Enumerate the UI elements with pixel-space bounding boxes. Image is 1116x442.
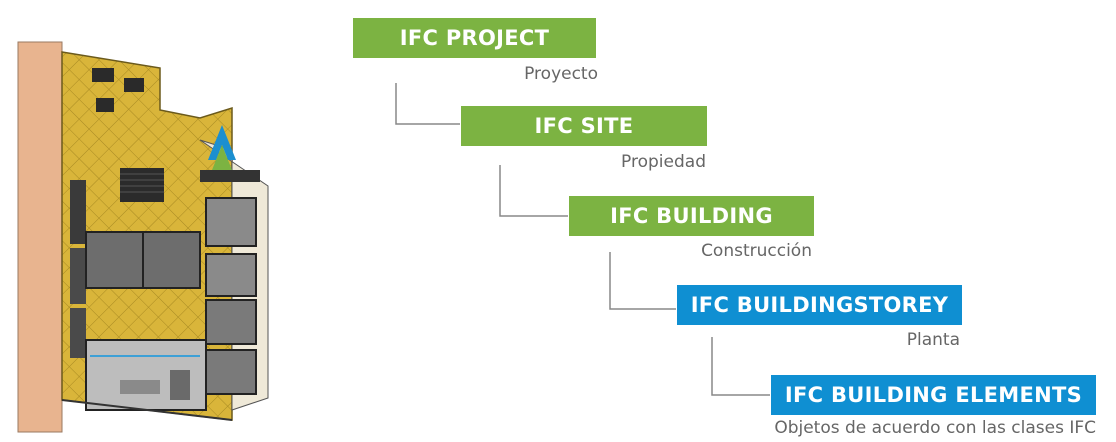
ifc-building-elements-caption: Objetos de acuerdo con las clases IFC bbox=[774, 418, 1096, 438]
ifc-building-elements-label: IFC BUILDING ELEMENTS bbox=[784, 383, 1083, 407]
ifc-building-box: IFC BUILDING bbox=[569, 196, 814, 236]
ifc-project-box: IFC PROJECT bbox=[353, 18, 596, 58]
ifc-buildingstorey-label: IFC BUILDINGSTOREY bbox=[690, 293, 949, 317]
ifc-site-caption: Propiedad bbox=[621, 152, 706, 172]
ifc-buildingstorey-box: IFC BUILDINGSTOREY bbox=[677, 285, 962, 325]
ifc-site-box: IFC SITE bbox=[461, 106, 707, 146]
ifc-buildingstorey-caption: Planta bbox=[906, 330, 960, 350]
ifc-project-label: IFC PROJECT bbox=[399, 26, 550, 50]
ifc-building-label: IFC BUILDING bbox=[610, 204, 773, 228]
ifc-site-label: IFC SITE bbox=[534, 114, 634, 138]
ifc-building-caption: Construcción bbox=[701, 241, 812, 261]
ifc-project-caption: Proyecto bbox=[524, 64, 598, 84]
ifc-building-elements-box: IFC BUILDING ELEMENTS bbox=[771, 375, 1096, 415]
building-illustration bbox=[17, 41, 269, 433]
